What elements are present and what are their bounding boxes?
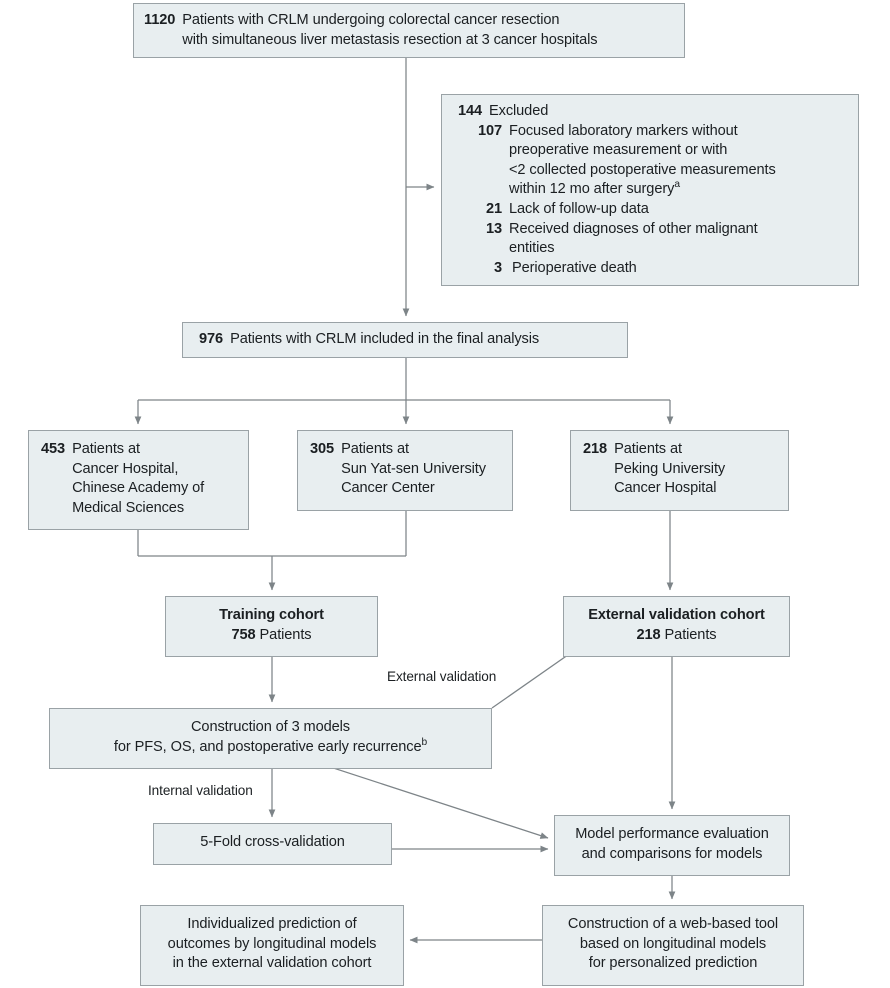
individualized-line-2: outcomes by longitudinal models [167,935,377,952]
excluded-reason-line: within 12 mo after surgery [509,181,675,198]
models-line-1: Construction of 3 models [190,719,351,735]
excluded-reason-row: 21 Lack of follow-up data [472,200,848,220]
included-count: 976 [199,331,224,347]
external-validation-cohort-count-row: 218 Patients [574,626,779,646]
box-model-performance: Model performance evaluation and compari… [554,815,790,877]
included-label: Patients with CRLM included in the final… [230,331,540,347]
webtool-line-2: based on longitudinal models [579,935,767,952]
external-validation-cohort-title: External validation cohort [588,607,765,623]
excluded-total-label: Excluded [489,103,549,119]
site-cams-line: Cancer Hospital, [72,460,179,477]
excluded-reason-row: 13 Received diagnoses of other malignant… [472,220,848,259]
box-cross-validation: 5-Fold cross-validation [153,823,392,865]
site-cams-line: Patients at [72,441,140,457]
box-site-peking-university: 218 Patients at Peking University Cancer… [570,430,789,511]
box-site-sun-yat-sen: 305 Patients at Sun Yat-sen University C… [297,430,513,511]
external-validation-cohort-unit: Patients [664,626,717,643]
excluded-reason-text: Focused laboratory markers without preop… [509,122,848,200]
site-cams-text: Patients at Cancer Hospital, Chinese Aca… [72,440,238,518]
box-enrolled-patients: 1120 Patients with CRLM undergoing color… [133,3,685,59]
site-sysu-count: 305 [310,441,335,457]
excluded-reason-count: 107 [477,122,502,139]
box-excluded: 144 Excluded 107 Focused laboratory mark… [441,94,859,287]
footnote-marker-b: b [421,736,428,748]
box-training-cohort: Training cohort 758 Patients [165,596,378,658]
site-puch-row: 218 Patients at Peking University Cancer… [583,440,778,499]
wire-label-external-validation: External validation [385,669,499,685]
excluded-header-row: 144 Excluded [452,102,848,122]
models-line-2: for PFS, OS, and postoperative early rec… [113,738,422,755]
training-cohort-unit: Patients [259,626,312,643]
webtool-line-1: Construction of a web-based tool [567,916,779,932]
excluded-reason-count: 21 [485,200,502,217]
enrolled-row: 1120 Patients with CRLM undergoing color… [144,11,674,50]
excluded-reason-row: 107 Focused laboratory markers without p… [472,122,848,200]
site-puch-line: Patients at [614,441,682,457]
individualized-line-1: Individualized prediction of [187,916,357,932]
footnote-marker-a: a [674,179,680,191]
box-included-patients: 976 Patients with CRLM included in the f… [182,322,628,358]
box-external-validation-cohort: External validation cohort 218 Patients [563,596,790,658]
site-puch-count: 218 [583,441,608,457]
site-sysu-text: Patients at Sun Yat-sen University Cance… [341,440,502,499]
excluded-reason-count: 13 [485,220,502,237]
site-sysu-line: Sun Yat-sen University [341,460,486,477]
site-puch-text: Patients at Peking University Cancer Hos… [614,440,778,499]
box-model-construction: Construction of 3 models for PFS, OS, an… [49,708,492,770]
wire-label-internal-validation: Internal validation [146,783,255,799]
excluded-reason-row: 3 Perioperative death [472,259,848,279]
excluded-reason-line: <2 collected postoperative measurements [509,161,776,178]
enrolled-line-2: with simultaneous liver metastasis resec… [182,31,598,48]
site-cams-count: 453 [41,441,66,457]
training-cohort-title: Training cohort [219,607,324,623]
cross-validation-label: 5-Fold cross-validation [200,834,345,850]
performance-line-1: Model performance evaluation [575,826,769,842]
excluded-reason-line: Received diagnoses of other malignant [509,220,758,237]
site-sysu-row: 305 Patients at Sun Yat-sen University C… [310,440,502,499]
enrolled-line-1: Patients with CRLM undergoing colorectal… [182,12,560,28]
site-cams-row: 453 Patients at Cancer Hospital, Chinese… [41,440,238,518]
excluded-reason-line: Focused laboratory markers without [509,122,738,139]
site-cams-line: Medical Sciences [72,499,185,516]
box-site-cancer-hospital-cams: 453 Patients at Cancer Hospital, Chinese… [28,430,249,531]
excluded-reason-count: 3 [493,259,502,276]
performance-line-2: and comparisons for models [581,845,763,862]
site-puch-line: Cancer Hospital [614,480,717,497]
training-cohort-count-row: 758 Patients [176,626,367,646]
models-line-2-row: for PFS, OS, and postoperative early rec… [60,736,481,758]
site-sysu-line: Patients at [341,441,409,457]
excluded-total-count: 144 [457,103,482,119]
site-sysu-line: Cancer Center [341,480,435,497]
included-row: 976 Patients with CRLM included in the f… [199,330,617,350]
box-individualized-prediction: Individualized prediction of outcomes by… [140,905,404,986]
enrolled-text: Patients with CRLM undergoing colorectal… [182,11,674,50]
excluded-reason-text: Received diagnoses of other malignant en… [509,220,848,259]
box-web-based-tool: Construction of a web-based tool based o… [542,905,804,986]
excluded-reason-text: Lack of follow-up data [509,200,649,217]
site-puch-line: Peking University [614,460,726,477]
excluded-reason-line: preoperative measurement or with [509,142,728,159]
individualized-line-3: in the external validation cohort [172,955,372,972]
enrolled-count: 1120 [144,12,176,28]
webtool-line-3: for personalized prediction [588,955,758,972]
external-validation-cohort-count: 218 [636,626,661,643]
training-cohort-count: 758 [231,626,256,643]
site-cams-line: Chinese Academy of [72,480,205,497]
excluded-reason-line: entities [509,240,555,257]
excluded-reason-text: Perioperative death [512,259,637,276]
